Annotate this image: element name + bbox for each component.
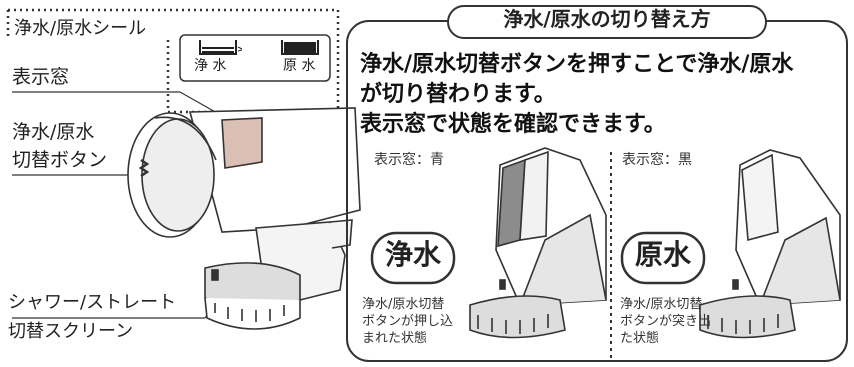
panel-title: 浄水/原水の切り替え方 — [503, 7, 711, 31]
purified-window-label: 表示窓：青 — [374, 152, 444, 168]
purified-symbol-icon — [199, 40, 243, 55]
indicator-window — [221, 117, 263, 169]
title-pill — [447, 5, 767, 39]
indicator-window-label: 表示窓 — [12, 66, 70, 88]
faucet-illustration — [127, 107, 361, 330]
raw-note-line1: 浄水/原水切替 — [620, 297, 703, 312]
button-label-line2: 切替ボタン — [12, 149, 108, 171]
description-line1: 浄水/原水切替ボタンを押すことで浄水/原水 — [360, 52, 794, 77]
raw-badge: 原水 — [634, 238, 691, 271]
purified-badge: 浄水 — [384, 238, 441, 271]
seal-purified-text: 浄 水 — [194, 58, 227, 74]
raw-badge-frame — [620, 231, 706, 285]
description-line2: が切り替わります。 — [360, 82, 556, 107]
purified-note-line1: 浄水/原水切替 — [362, 297, 445, 312]
purified-note-line3: まれた状態 — [362, 331, 428, 346]
purified-note-line2: ボタンが押し込 — [362, 314, 454, 329]
raw-note-line3: た状態 — [620, 331, 660, 346]
purified-faucet-head — [469, 147, 607, 339]
seal-label: 浄水/原水シール — [14, 18, 147, 39]
raw-symbol-icon — [281, 40, 319, 55]
button-label-line1: 浄水/原水 — [12, 121, 95, 143]
raw-note-line2: ボタンが突き出 — [620, 314, 712, 329]
seal-raw-text: 原 水 — [283, 58, 316, 74]
raw-faucet-head — [699, 149, 841, 339]
spray-label-line2: 切替スクリーン — [8, 321, 134, 342]
purified-badge-frame — [370, 231, 456, 285]
description-line3: 表示窓で状態を確認できます。 — [360, 112, 666, 137]
raw-window-label: 表示窓：黒 — [622, 152, 692, 168]
spray-label-line1: シャワー/ストレート — [8, 292, 177, 313]
